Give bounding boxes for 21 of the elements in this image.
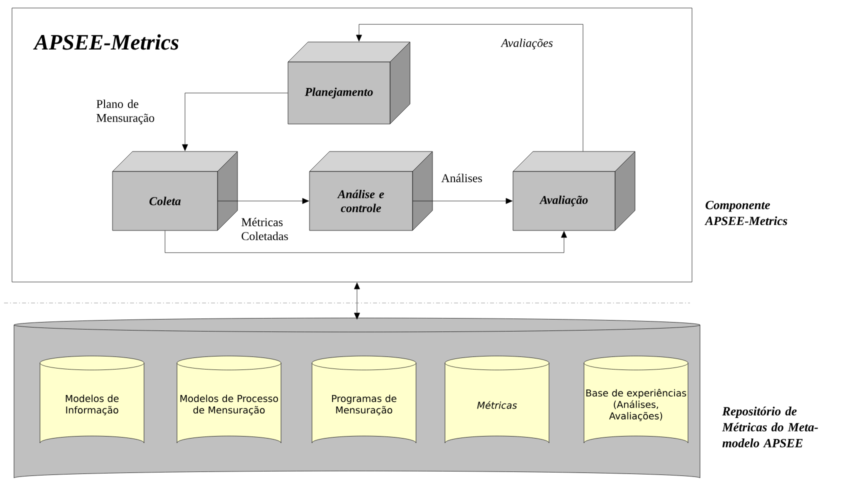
arrow — [354, 282, 360, 320]
edge-label: Avaliações — [500, 38, 553, 50]
database-cylinder: Métricas — [444, 356, 550, 444]
database-cylinder: Modelos de Processo de Mensuração — [176, 356, 282, 444]
cube-box: Avaliação — [512, 151, 636, 231]
arrow — [218, 198, 309, 204]
arrow — [356, 24, 584, 152]
side-caption: Componente APSEE-Metrics — [704, 200, 788, 226]
edge-label: Plano de Mensuração — [96, 100, 154, 124]
arrow — [164, 230, 567, 253]
database-cylinder: Modelos de Informação — [40, 356, 144, 444]
database-cylinder: Base de experiências (Análises, Avaliações) — [584, 356, 688, 444]
cube-box: Planejamento — [288, 42, 410, 124]
cube-box: Análise e controle — [309, 151, 433, 231]
database-cylinder: Programas de Mensuração — [312, 356, 416, 444]
edge-label: Análises — [441, 174, 482, 182]
side-caption: Repositório de Métricas do Meta-modelo APSEE — [722, 406, 818, 448]
arrow — [412, 198, 512, 204]
edge-label: Métricas Coletadas — [242, 218, 288, 240]
cube-box: Coleta — [112, 151, 238, 231]
arrow — [182, 92, 288, 151]
